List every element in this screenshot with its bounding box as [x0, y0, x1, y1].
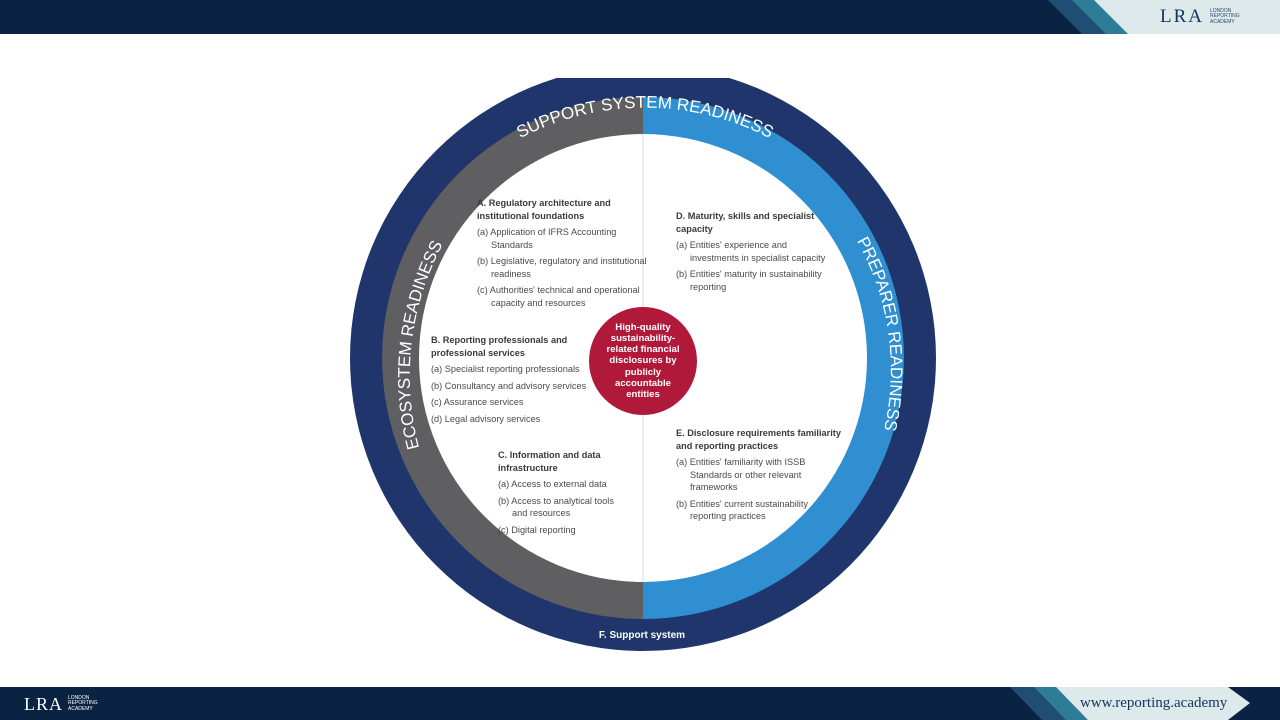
block-e-item: (b) Entities' current sustainability rep… — [676, 498, 808, 522]
block-e-heading: E. Disclosure requirements familiarity a… — [676, 428, 841, 451]
top-banner: LRA LONDON REPORTING ACADEMY — [0, 0, 1280, 34]
bottom-logo-mark: LRA — [24, 693, 63, 714]
block-a-item: (b) Legislative, regulatory and institut… — [477, 256, 647, 279]
block-d-item: (b) Entities' maturity in sustainability… — [676, 269, 822, 292]
block-c-item: (a) Access to external data — [498, 479, 607, 489]
block-b-heading: B. Reporting professionals and professio… — [431, 335, 568, 358]
center-outcome-text: High-quality sustainability-related fina… — [606, 321, 680, 400]
block-b-item: (b) Consultancy and advisory services — [431, 380, 587, 391]
website-link[interactable]: www.reporting.academy — [1080, 695, 1228, 711]
block-c-heading: C. Information and data infrastructure — [498, 450, 601, 473]
block-e-item: (a) Entities' familiarity with ISSB Stan… — [676, 457, 806, 492]
block-e: E. Disclosure requirements familiarity a… — [676, 427, 846, 527]
block-c-item: (c) Digital reporting — [498, 524, 576, 535]
bottom-banner: LRA LONDON REPORTING ACADEMY www.reporti… — [0, 687, 1280, 720]
block-b: B. Reporting professionals and professio… — [431, 334, 591, 429]
bottom-banner-stripes — [1010, 687, 1250, 720]
top-logo-subtext: LONDON REPORTING ACADEMY — [1210, 7, 1240, 25]
block-c: C. Information and data infrastructure (… — [498, 449, 623, 540]
top-logo: LRA LONDON REPORTING ACADEMY — [1160, 5, 1240, 29]
block-a: A. Regulatory architecture and instituti… — [477, 197, 647, 313]
top-logo-mark: LRA — [1160, 6, 1204, 27]
support-system-label: F. Support system — [598, 630, 686, 641]
block-a-item: (a) Application of IFRS Accounting Stand… — [477, 227, 617, 250]
block-d-item: (a) Entities' experience and investments… — [676, 240, 826, 263]
bottom-logo-subtext: LONDON REPORTING ACADEMY — [68, 694, 98, 712]
block-d: D. Maturity, skills and specialist capac… — [676, 210, 826, 297]
block-a-item: (c) Authorities' technical and operation… — [477, 285, 640, 308]
block-a-heading: A. Regulatory architecture and instituti… — [477, 198, 611, 221]
center-outcome-circle: High-quality sustainability-related fina… — [589, 307, 697, 415]
block-c-item: (b) Access to analytical tools and resou… — [498, 495, 614, 519]
block-d-heading: D. Maturity, skills and specialist capac… — [676, 211, 815, 234]
top-banner-stripes — [1048, 0, 1280, 34]
bottom-logo: LRA LONDON REPORTING ACADEMY — [24, 692, 100, 716]
block-b-item: (a) Specialist reporting professionals — [431, 364, 580, 374]
block-b-item: (d) Legal advisory services — [431, 413, 541, 424]
block-b-item: (c) Assurance services — [431, 397, 524, 407]
